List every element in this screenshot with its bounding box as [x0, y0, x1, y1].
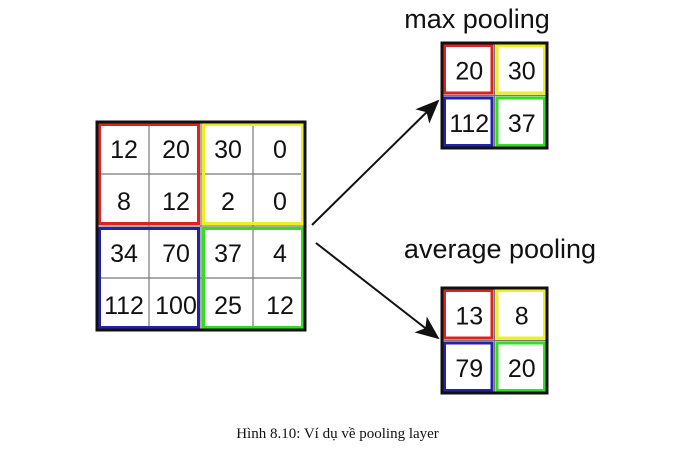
- max-cell: 20: [455, 57, 483, 85]
- quadrant-top-left: [443, 289, 494, 340]
- input-cell: 12: [266, 292, 294, 320]
- input-cell: 20: [162, 136, 190, 164]
- quadrant-top-right: [495, 44, 546, 95]
- input-cell: 0: [273, 136, 287, 164]
- quadrant-bottom-left: [98, 227, 200, 329]
- input-cell: 12: [162, 188, 190, 216]
- quadrant-bottom-right: [202, 227, 304, 329]
- input-cell: 30: [214, 136, 242, 164]
- input-cell: 112: [104, 292, 144, 320]
- quadrant-top-right: [202, 123, 304, 225]
- arrow-to-max: [311, 99, 440, 226]
- input-cell: 2: [221, 188, 235, 216]
- quadrant-bottom-left: [443, 96, 494, 147]
- max-border: [440, 41, 549, 150]
- quadrant-top-right: [495, 289, 546, 340]
- arrow-to-average: [315, 242, 440, 340]
- quadrant-top-left: [98, 123, 200, 225]
- input-border: [95, 120, 307, 332]
- quadrant-top-left: [443, 44, 494, 95]
- input-cell: 0: [273, 188, 287, 216]
- avg-cell: 79: [455, 355, 483, 383]
- input-cell: 70: [162, 240, 190, 268]
- max-cell: 112: [449, 110, 489, 138]
- average-pooling-title: average pooling: [404, 234, 596, 264]
- max-cell: 30: [508, 57, 536, 85]
- input-cell: 8: [117, 188, 131, 216]
- avg-border: [440, 286, 549, 395]
- max-cell: 37: [508, 110, 536, 138]
- avg-cell: 20: [508, 355, 536, 383]
- avg-cell: 13: [455, 302, 483, 330]
- max-pooling-title: max pooling: [404, 4, 550, 34]
- input-cell: 37: [214, 240, 242, 268]
- input-cell: 100: [155, 292, 197, 320]
- input-cell: 34: [110, 240, 138, 268]
- avg-cell: 8: [515, 302, 529, 330]
- quadrant-bottom-right: [495, 341, 546, 392]
- input-cell: 4: [273, 240, 287, 268]
- input-cell: 12: [110, 136, 138, 164]
- input-cell: 25: [214, 292, 242, 320]
- figure-caption: Hình 8.10: Ví dụ về pooling layer: [236, 426, 439, 442]
- quadrant-bottom-left: [443, 341, 494, 392]
- quadrant-bottom-right: [495, 96, 546, 147]
- max-pooling-matrix: 20 30 112 37: [440, 41, 549, 150]
